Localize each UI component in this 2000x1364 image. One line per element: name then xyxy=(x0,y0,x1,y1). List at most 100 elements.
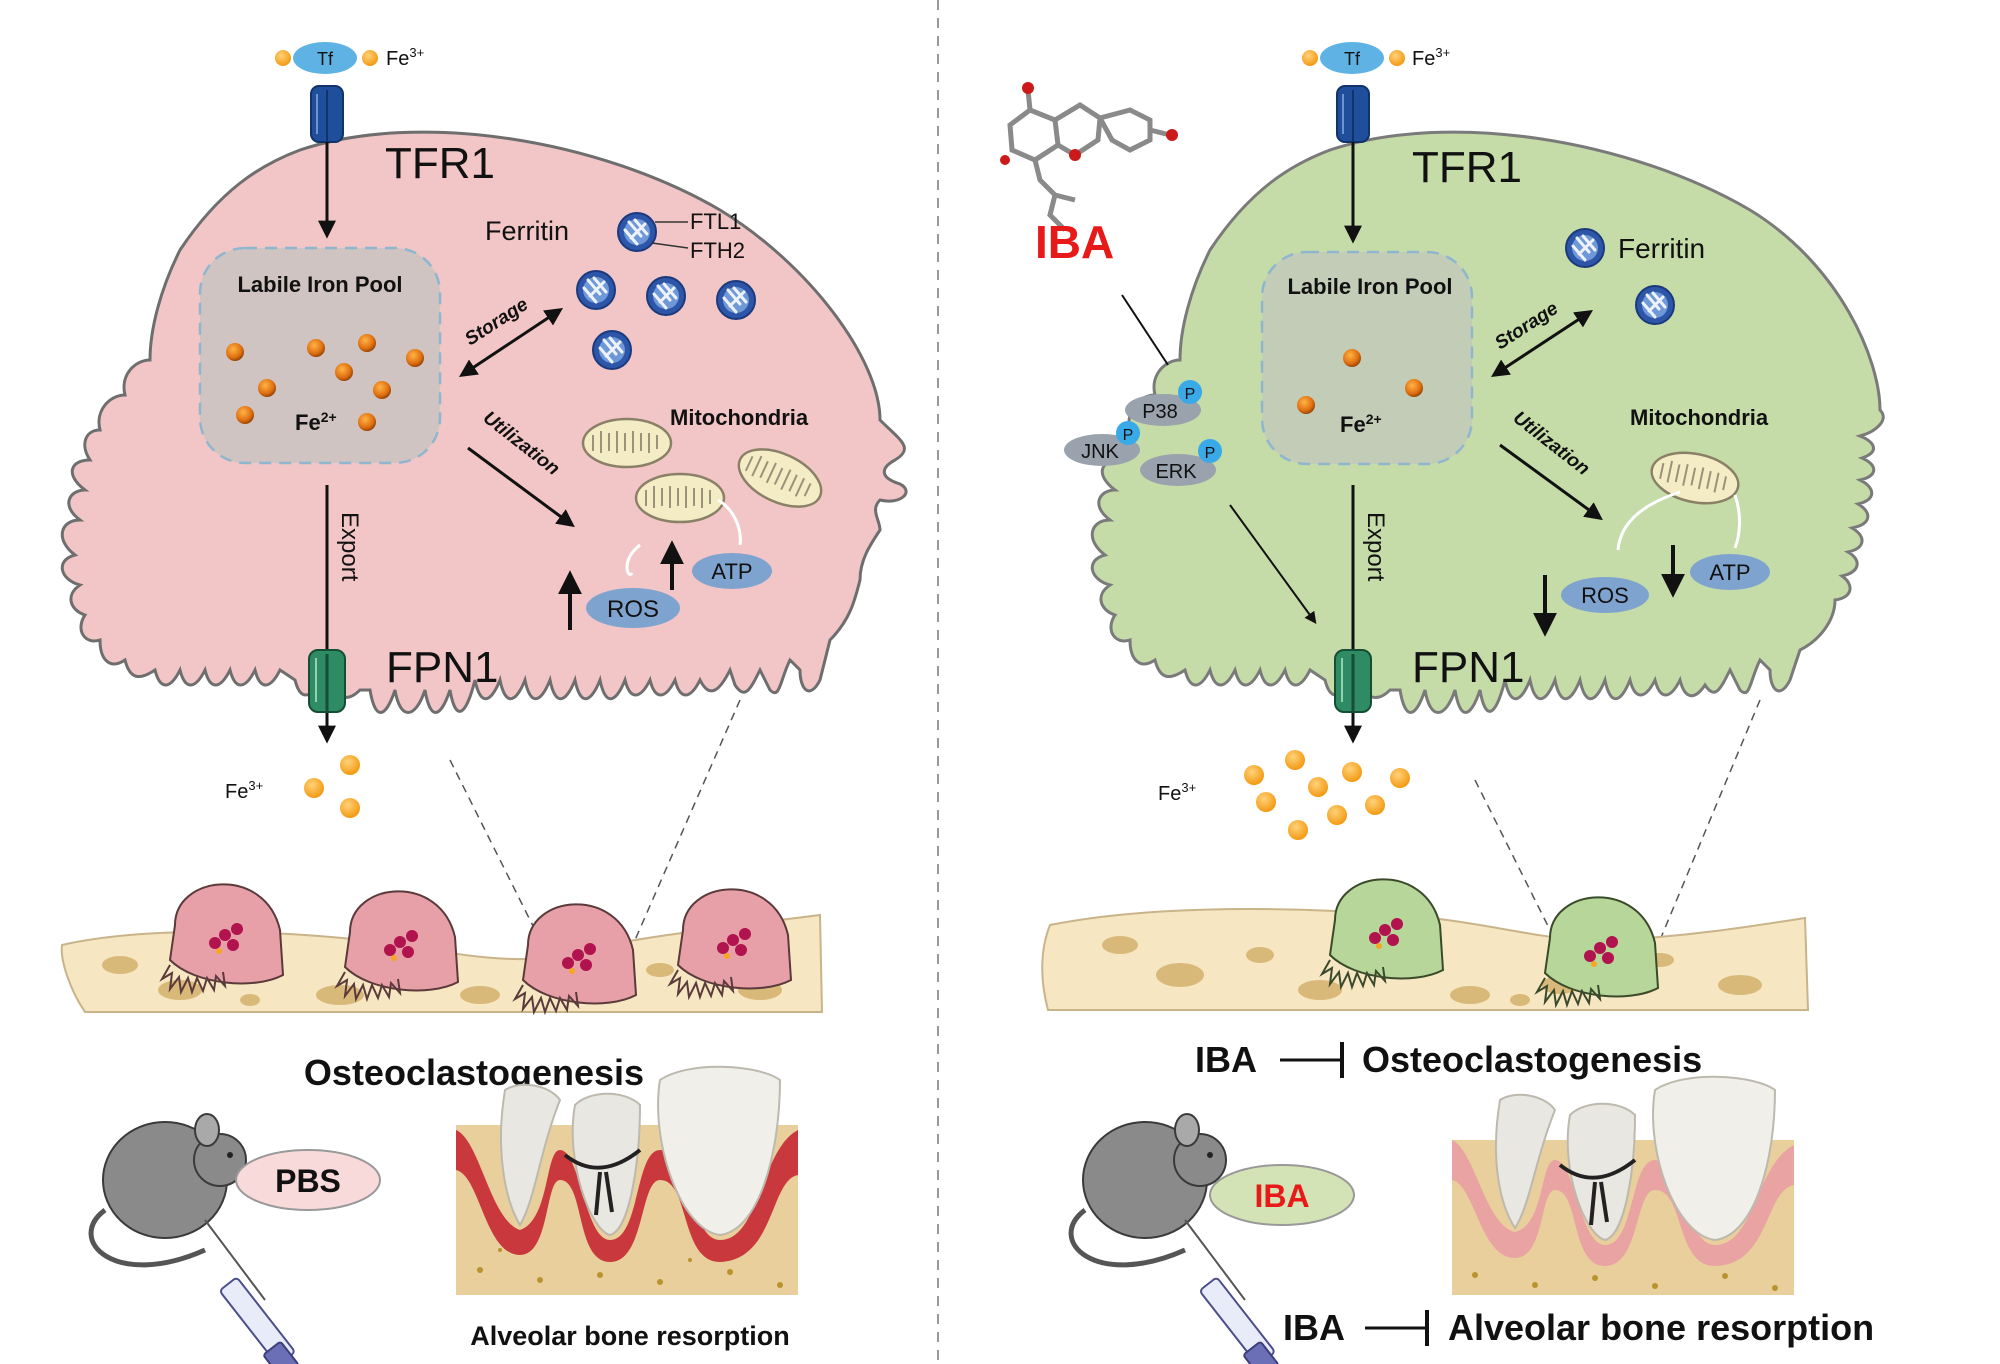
ferritin-icon xyxy=(575,269,617,311)
fth2-leader-line xyxy=(651,242,689,249)
fe3-ion-icon xyxy=(1342,762,1362,782)
fe2-ion-icon xyxy=(226,343,244,361)
labile-iron-pool-title: Labile Iron Pool xyxy=(1287,274,1452,299)
fe2-ion-icon xyxy=(358,413,376,431)
atp-link-curve xyxy=(1733,494,1741,549)
tfr1-receptor-icon xyxy=(1336,85,1370,143)
fe2-label: Fe2+ xyxy=(295,409,337,435)
alveolar-bone-resorption-label: Alveolar bone resorption xyxy=(470,1321,790,1351)
zoom-guide-line xyxy=(634,699,741,941)
iba-molecule-structure-icon xyxy=(1000,82,1178,232)
fe3-ion-icon xyxy=(304,778,324,798)
ros-bubble xyxy=(586,588,680,628)
fe3-ion-icon xyxy=(1308,777,1328,797)
transferrin-icon xyxy=(293,42,357,74)
utilization-arrow xyxy=(467,446,575,528)
atp-bubble xyxy=(692,553,772,589)
ros-link-curve xyxy=(625,543,641,576)
ferritin-icon xyxy=(591,329,633,371)
p38-kinase xyxy=(1125,394,1201,426)
iba-compound-label: IBA xyxy=(1035,216,1114,268)
fe3-ion-icon xyxy=(1327,805,1347,825)
fpn1-label: FPN1 xyxy=(386,643,498,692)
atp-label: ATP xyxy=(1709,560,1750,585)
fe3-ion-icon xyxy=(1256,792,1276,812)
fe3-ion-icon xyxy=(1288,820,1308,840)
phospho-label: P xyxy=(1185,386,1196,403)
storage-arrow xyxy=(458,308,564,377)
atp-label: ATP xyxy=(711,559,752,584)
tfr1-label: TFR1 xyxy=(385,139,495,188)
phospho-icon xyxy=(1116,421,1140,445)
storage-arrow xyxy=(1490,310,1594,377)
ros-link-curve xyxy=(1616,490,1681,551)
mitochondrion-icon xyxy=(634,472,726,524)
fe3-ion-icon xyxy=(362,50,378,66)
mouse-injection-icon xyxy=(91,1114,299,1364)
inhibitor-label: IBA xyxy=(1195,1039,1257,1080)
ftl1-label: FTL1 xyxy=(690,209,741,234)
ferritin-icon xyxy=(1564,227,1606,269)
iba-treatment-badge xyxy=(1209,1164,1355,1226)
ferritin-icon xyxy=(616,211,658,253)
ferritin-icon xyxy=(715,279,757,321)
alveolar-bone-resorption-label: Alveolar bone resorption xyxy=(1448,1307,1874,1348)
ferritin-label: Ferritin xyxy=(1618,233,1705,264)
fe3-ion-icon xyxy=(1365,795,1385,815)
labile-iron-pool xyxy=(1260,250,1474,466)
fe3-ion-icon xyxy=(275,50,291,66)
fth2-label: FTH2 xyxy=(690,238,745,263)
extracellular-fe3-ions xyxy=(1244,750,1410,840)
fe2-ion-icon xyxy=(373,381,391,399)
fe2-ions xyxy=(226,334,424,431)
extracellular-fe3-label: Fe3+ xyxy=(1158,780,1196,805)
periodontitis-teeth-illustration xyxy=(1452,1075,1794,1295)
utilization-arrow xyxy=(1499,443,1603,521)
ferritin-label: Ferritin xyxy=(485,216,569,246)
atp-bubble xyxy=(1690,554,1770,590)
fe2-ion-icon xyxy=(1297,396,1315,414)
phospho-label: P xyxy=(1123,427,1134,444)
labile-iron-pool-title: Labile Iron Pool xyxy=(237,272,402,297)
atp-link-curve xyxy=(717,498,742,546)
fpn1-exporter-icon xyxy=(307,648,347,714)
fe3-ion-icon xyxy=(1302,50,1318,66)
fe2-ion-icon xyxy=(236,406,254,424)
fe2-ion-icon xyxy=(358,334,376,352)
fe3-ion-icon xyxy=(340,798,360,818)
iba-inhibits-osteoclastogenesis: IBA Osteoclastogenesis xyxy=(1195,1039,1702,1080)
iba-treated-panel: IBA Tf Fe3+ TFR1 Labile Iron Pool Fe2+ S… xyxy=(1000,42,1885,1364)
phospho-icon xyxy=(1198,439,1222,463)
phospho-label: P xyxy=(1205,445,1216,462)
fe2-ion-icon xyxy=(258,379,276,397)
mitochondria-label: Mitochondria xyxy=(1630,405,1769,430)
fe2-ion-icon xyxy=(1343,349,1361,367)
osteoclastogenesis-label: Osteoclastogenesis xyxy=(304,1052,644,1093)
inhibitor-label: IBA xyxy=(1283,1307,1345,1348)
kinase-to-fpn1-arrow xyxy=(1229,504,1317,624)
pbs-treatment-badge xyxy=(235,1149,381,1211)
fe3-ion-icon xyxy=(1285,750,1305,770)
tfr1-label: TFR1 xyxy=(1412,143,1522,192)
extracellular-fe3-label: Fe3+ xyxy=(225,778,263,803)
ros-bubble xyxy=(1561,577,1649,613)
fe3-ion-icon xyxy=(1244,765,1264,785)
zoom-guide-line xyxy=(449,759,541,941)
fe2-ion-icon xyxy=(335,363,353,381)
fe3-ion-icon xyxy=(1390,768,1410,788)
tf-fe3-label: Fe3+ xyxy=(1412,45,1450,70)
fpn1-exporter-icon xyxy=(1333,648,1373,714)
phospho-icon xyxy=(1178,380,1202,404)
mapk-kinase-cluster: P38 P JNK P ERK P xyxy=(1064,380,1222,486)
mitochondrion-icon xyxy=(581,417,673,469)
mitochondria-label: Mitochondria xyxy=(670,405,809,430)
iba-inhibits-alveolar-bone-resorption: IBA Alveolar bone resorption xyxy=(1283,1307,1874,1348)
fe2-label: Fe2+ xyxy=(1340,411,1382,437)
pbs-label: PBS xyxy=(275,1163,341,1199)
fe2-ion-icon xyxy=(406,349,424,367)
ferritin-icon xyxy=(645,275,687,317)
erk-label: ERK xyxy=(1155,461,1197,483)
ros-label: ROS xyxy=(1581,583,1629,608)
iba-injection-label: IBA xyxy=(1254,1178,1309,1214)
zoom-guide-line xyxy=(1659,699,1761,941)
